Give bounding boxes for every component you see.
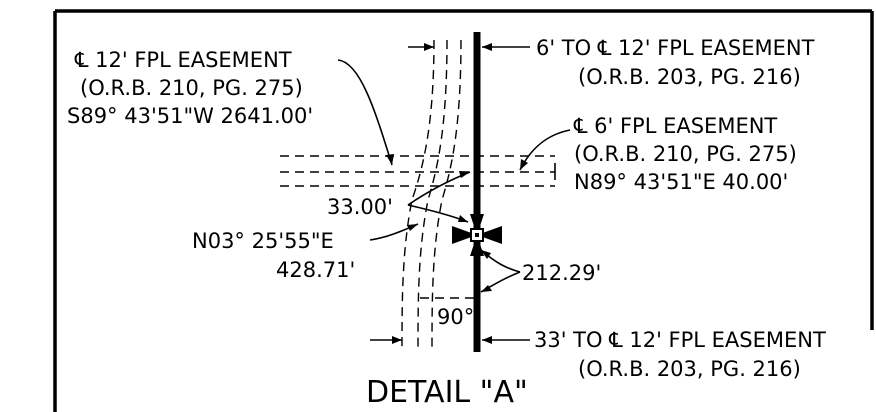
angle-dot-icon [474, 312, 480, 318]
angle-90-label: 90° [437, 305, 474, 329]
right-easement-label-line2: (O.R.B. 210, PG. 275) [574, 142, 797, 166]
dimension-212-label: 212.29' [522, 261, 601, 285]
easement-dashed-lines [280, 39, 556, 353]
top-right-easement-label-line2: (O.R.B. 203, PG. 216) [578, 65, 801, 89]
monument-marker-icon [452, 214, 502, 256]
left-easement-label-line2: (O.R.B. 210, PG. 275) [80, 76, 303, 100]
bottom-right-easement-label-line2: (O.R.B. 203, PG. 216) [578, 357, 801, 381]
detail-title: DETAIL "A" [366, 375, 528, 410]
dimension-33-label: 33.00' [327, 195, 393, 219]
bottom-right-easement-label-line1: 33' TO ℄ 12' FPL EASEMENT [534, 328, 826, 352]
leader-lines [337, 43, 571, 344]
left-easement-label-line1: ℄ 12' FPL EASEMENT [74, 48, 292, 72]
left-easement-label-line3: S89° 43'51"W 2641.00' [67, 104, 313, 128]
drawing-frame [53, 9, 874, 412]
right-easement-label-line1: ℄ 6' FPL EASEMENT [573, 114, 777, 138]
right-easement-label-line3: N89° 43'51"E 40.00' [574, 170, 788, 194]
bearing-label-line2: 428.71' [276, 258, 355, 282]
top-right-easement-label-line1: 6' TO ℄ 12' FPL EASEMENT [536, 36, 815, 60]
bearing-label-line1: N03° 25'55"E [192, 229, 334, 253]
